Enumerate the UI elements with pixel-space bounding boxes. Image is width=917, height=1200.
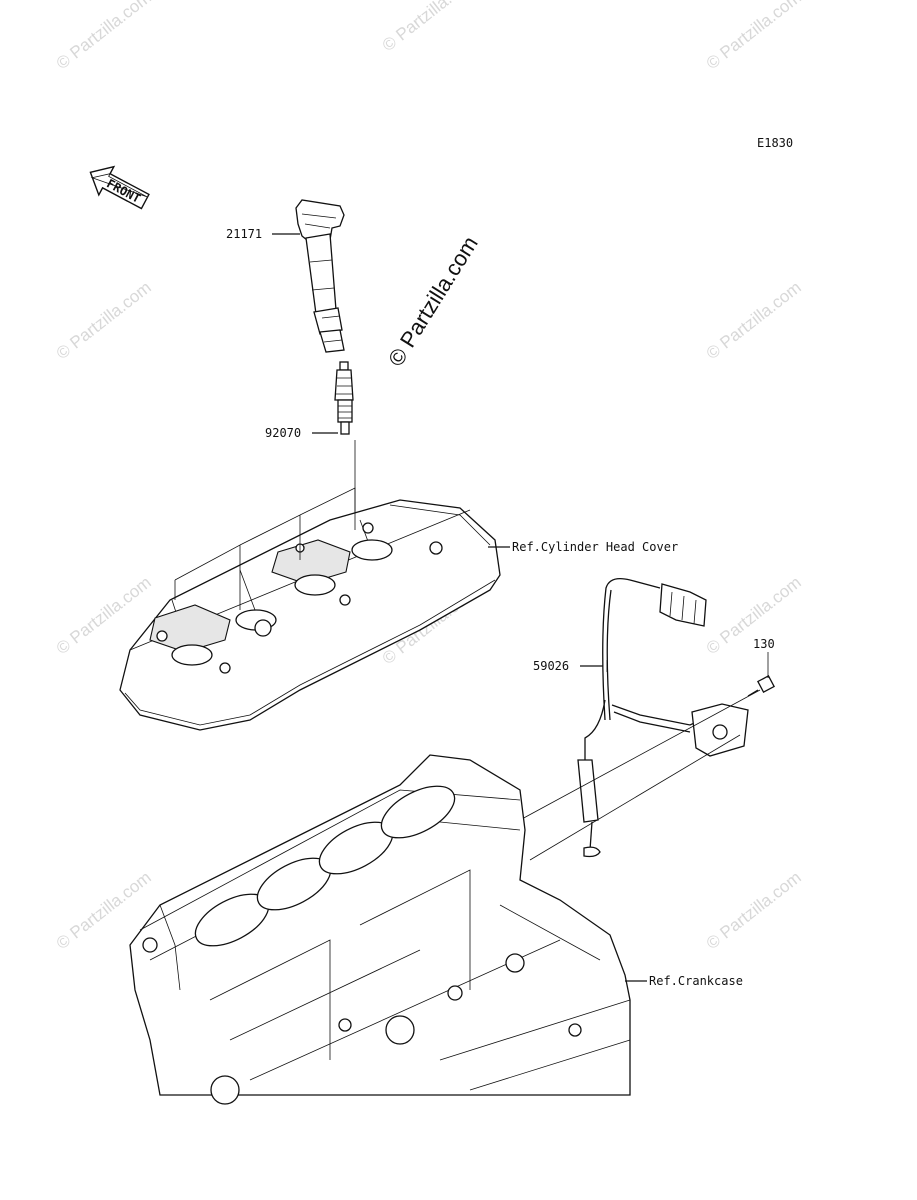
guide-line [529, 734, 741, 861]
sensor-bolt[interactable] [747, 675, 775, 697]
ref-crankcase[interactable]: Ref.Crankcase [649, 974, 743, 988]
watermark-tile: © Partzilla.com [703, 0, 805, 73]
front-arrow-icon: FRONT [89, 165, 150, 210]
ignition-coil[interactable] [295, 199, 345, 353]
watermark-tile: © Partzilla.com [379, 0, 481, 55]
part-number-92070[interactable]: 92070 [265, 426, 301, 440]
ref-cylinder-head-cover[interactable]: Ref.Cylinder Head Cover [512, 540, 678, 554]
watermark-tile: © Partzilla.com [53, 278, 155, 364]
watermark-center: © Partzilla.com [383, 232, 483, 371]
cylinder-head-cover [119, 487, 501, 731]
diagram-code: E1830 [757, 136, 793, 150]
part-number-21171[interactable]: 21171 [226, 227, 262, 241]
part-number-59026[interactable]: 59026 [533, 659, 569, 673]
crankcase [129, 754, 631, 1105]
watermark-tile: © Partzilla.com [703, 278, 805, 364]
guide-line [519, 689, 761, 821]
watermark-tile: © Partzilla.com [703, 868, 805, 954]
part-number-130[interactable]: 130 [753, 637, 775, 651]
watermark-tile: © Partzilla.com [53, 0, 155, 73]
crankshaft-sensor-harness[interactable] [577, 577, 749, 858]
spark-plug[interactable] [334, 361, 354, 435]
